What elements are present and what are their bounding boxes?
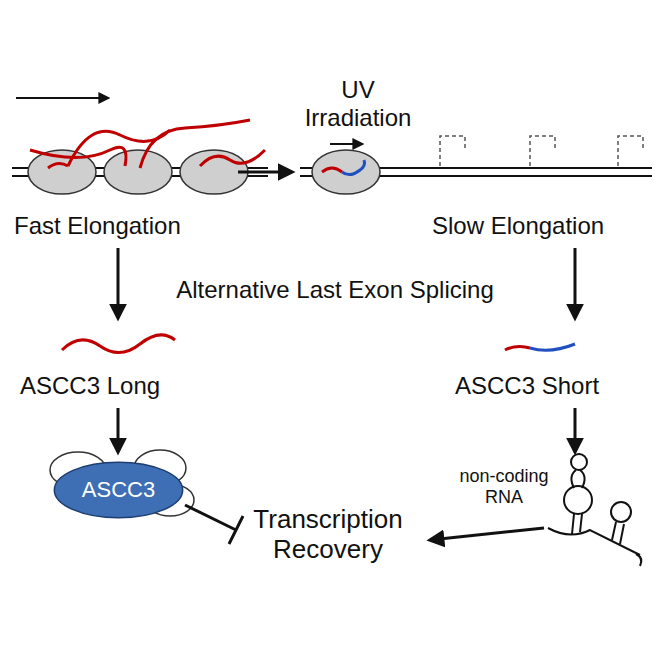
text-label: ASCC3 Long	[20, 372, 160, 400]
node-text: ASCC3	[82, 477, 155, 503]
text-label: Slow Elongation	[432, 212, 604, 240]
text-label: ASCC3 Short	[455, 372, 599, 400]
text-label: non-coding RNA	[452, 466, 556, 507]
text-label: Transcription Recovery	[228, 505, 428, 565]
text-label: UV Irradiation	[288, 76, 428, 131]
text-label: Fast Elongation	[14, 212, 181, 240]
protein-ellipse: ASCC3	[53, 461, 184, 519]
text-label: Alternative Last Exon Splicing	[130, 276, 540, 304]
